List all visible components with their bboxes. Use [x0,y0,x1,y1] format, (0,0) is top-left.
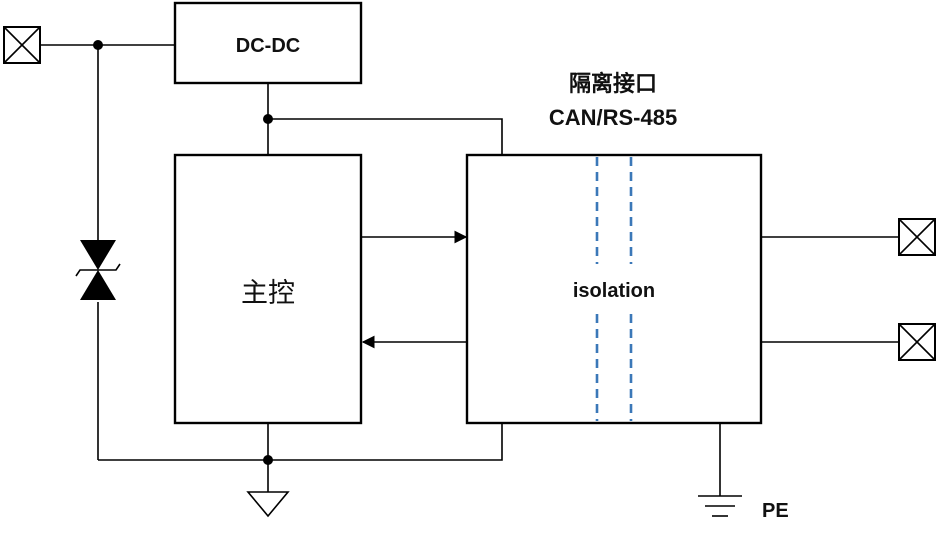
output-terminal-1-icon [898,218,936,256]
isolation-label: isolation [573,280,655,302]
earth-ground-icon [698,495,742,517]
main-control-block: 主控 [173,153,363,425]
pe-label: PE [762,500,789,522]
junction-dot-icon [263,455,273,465]
dcdc-block: DC-DC [173,1,363,85]
ground-rail [98,423,503,461]
isolation-interface-title: 隔离接口 [569,71,657,96]
power-to-isolation-wire [268,118,503,155]
isolation-block: isolation [465,153,763,425]
main-control-label: 主控 [241,278,295,308]
isolation-interface-subtitle: CAN/RS-485 [549,105,677,130]
tvs-diode-icon [75,240,121,300]
output-terminal-2-icon [898,323,936,361]
input-terminal-icon [3,26,41,64]
ground-triangle-icon [246,491,290,518]
dcdc-label: DC-DC [236,35,300,57]
